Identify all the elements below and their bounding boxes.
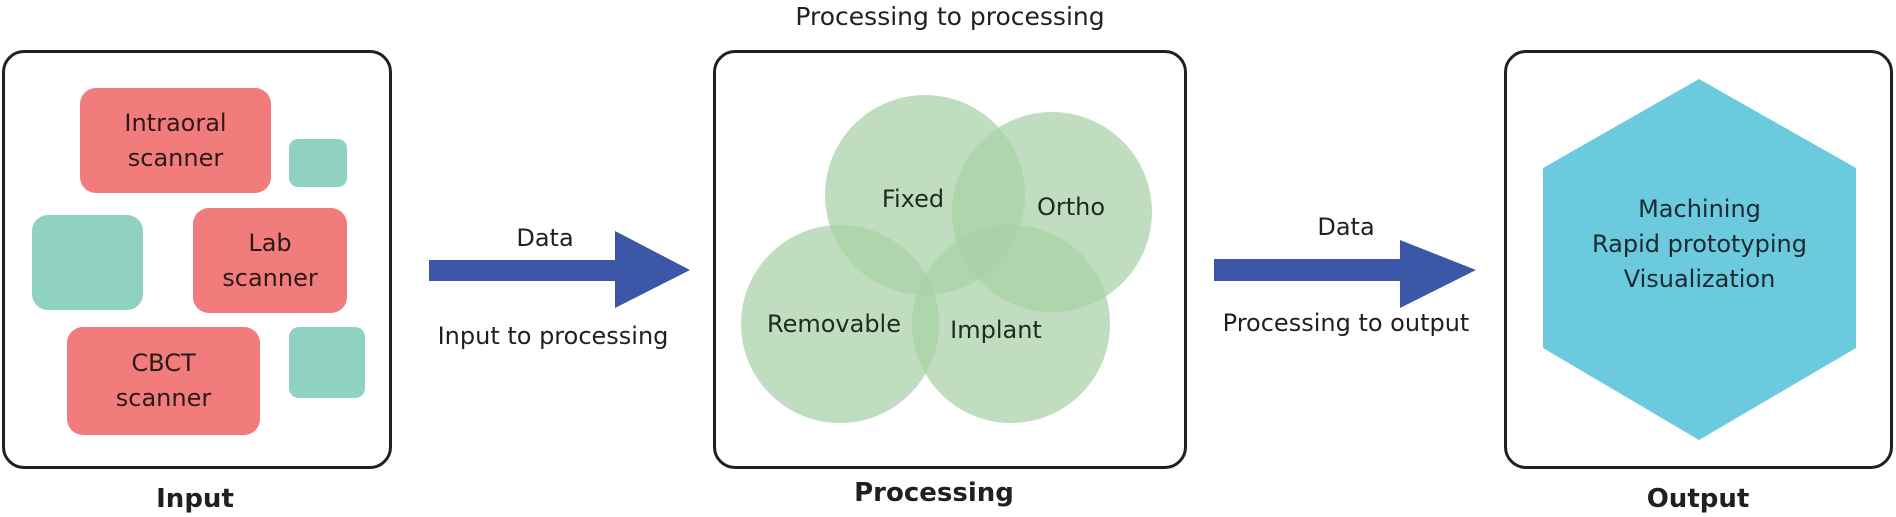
arrow-input-to-processing (429, 231, 690, 308)
ortho-label: Ortho (1037, 193, 1105, 221)
arrow1-caption: Input to processing (437, 322, 669, 350)
input-title: Input (156, 484, 234, 514)
arrow2-data-label: Data (1317, 213, 1375, 241)
arrow-right-icon (429, 231, 690, 308)
processing-to-processing-label: Processing to processing (795, 2, 1105, 31)
circle-implant (912, 225, 1110, 423)
arrow1-data-label: Data (516, 224, 574, 252)
output-hexagon (1543, 79, 1856, 440)
arrow2-caption: Processing to output (1222, 309, 1470, 337)
removable-label: Removable (767, 310, 901, 338)
output-method-rapid-prototyping: Rapid prototyping (1592, 230, 1807, 258)
implant-label: Implant (950, 316, 1042, 344)
teal-decor-block (289, 327, 365, 398)
output-title: Output (1646, 484, 1750, 514)
lab-scanner-box: Lab scanner (193, 208, 347, 313)
teal-decor-block (32, 215, 143, 310)
intraoral-scanner-box: Intraoral scanner (80, 88, 271, 193)
arrow-processing-to-output (1214, 240, 1476, 308)
fixed-label: Fixed (882, 185, 944, 213)
teal-decor-block (289, 139, 347, 187)
processing-title: Processing (854, 478, 1014, 508)
arrow-right-icon (1214, 240, 1476, 308)
output-method-visualization: Visualization (1623, 265, 1776, 293)
output-methods: Machining Rapid prototyping Visualizatio… (1543, 192, 1856, 297)
cbct-scanner-box: CBCT scanner (67, 327, 260, 435)
output-method-machining: Machining (1638, 195, 1761, 223)
circle-removable (741, 225, 939, 423)
venn-diagram: Fixed Ortho Removable Implant (741, 95, 1152, 423)
